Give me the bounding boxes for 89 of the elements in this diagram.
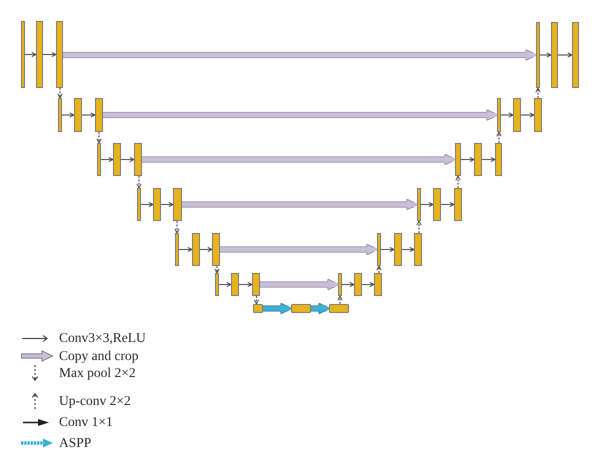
layer-bar (513, 98, 521, 132)
block-arrow (142, 154, 455, 164)
arrow (460, 156, 474, 162)
layer-bar (153, 188, 161, 221)
legend-label: Up-conv 2×2 (59, 393, 131, 409)
arrow (24, 52, 36, 58)
arrow (140, 202, 154, 208)
block-arrow (260, 280, 338, 290)
layer-bar (354, 273, 362, 296)
layer-bar (134, 143, 142, 176)
layer-bar (536, 22, 540, 88)
arrow (420, 202, 434, 208)
dashed-arrow (416, 220, 422, 234)
arrow (42, 52, 56, 58)
layer-bar (137, 188, 141, 221)
dashed-arrow (455, 176, 461, 188)
arrow (160, 202, 174, 208)
dashed-arrow (136, 176, 142, 188)
layer-block (329, 304, 349, 313)
layer-bar (192, 233, 200, 266)
arrow (62, 112, 74, 118)
layer-bar (433, 188, 441, 221)
layer-bar (215, 273, 219, 296)
layer-bar (414, 233, 422, 266)
dashed-arrow (214, 266, 220, 274)
legend-label: ASPP (59, 435, 92, 451)
arrow (100, 156, 114, 162)
arrow (440, 202, 454, 208)
dashed-arrow (254, 296, 260, 304)
layer-bar (252, 273, 260, 296)
layer-bar (36, 21, 43, 88)
layer-block (291, 304, 311, 313)
layer-bar (374, 273, 382, 296)
arrow (558, 52, 572, 58)
arrow (120, 156, 134, 162)
dashed-arrow (57, 88, 63, 98)
arrow (178, 246, 192, 252)
layer-bar (113, 143, 121, 176)
block-arrow (103, 110, 497, 120)
layer-bar (21, 21, 25, 88)
dashed-arrow (174, 220, 180, 234)
arrow (200, 246, 212, 252)
arrow (82, 112, 96, 118)
block-arrow (311, 304, 329, 314)
legend-label: Max pool 2×2 (59, 365, 136, 381)
block-arrow (263, 304, 291, 314)
layer-bar (212, 233, 220, 266)
layer-bar (394, 233, 402, 266)
layer-bar (58, 98, 62, 132)
dashed-arrow (376, 266, 382, 274)
layer-bar (97, 143, 101, 176)
layer-bar (551, 22, 558, 88)
arrow (218, 282, 232, 288)
layer-bar (377, 233, 381, 266)
legend-label: Copy and crop (59, 348, 138, 364)
layer-bar (572, 22, 579, 88)
arrow (238, 282, 252, 288)
layer-bar (173, 188, 182, 221)
legend-label: Conv3×3,ReLU (59, 330, 146, 346)
layer-bar (497, 98, 501, 132)
layer-bar (175, 233, 179, 266)
block-arrow (182, 200, 417, 210)
layer-bar (56, 21, 63, 88)
arrow (482, 156, 496, 162)
dashed-arrow (96, 132, 102, 144)
layer-block (253, 304, 263, 313)
legend-label: Conv 1×1 (59, 414, 113, 430)
arrow (342, 282, 354, 288)
layer-bar (474, 143, 482, 176)
layer-bar (74, 98, 82, 132)
layer-bar (231, 273, 239, 296)
layer-bar (417, 188, 421, 221)
layer-bar (454, 188, 462, 221)
block-arrow (220, 244, 377, 254)
layer-bar (495, 143, 502, 176)
dashed-arrow (496, 132, 502, 144)
arrow (362, 282, 374, 288)
arrow (520, 112, 534, 118)
layer-bar (95, 98, 103, 132)
arrow (380, 246, 394, 252)
block-arrow (63, 50, 536, 60)
layer-bar (338, 273, 342, 296)
dashed-arrow (535, 88, 541, 98)
arrow (500, 112, 514, 118)
arrow (402, 246, 414, 252)
layer-bar (455, 143, 461, 176)
layer-bar (534, 98, 542, 132)
arrow (540, 52, 552, 58)
dashed-arrow (337, 296, 343, 304)
